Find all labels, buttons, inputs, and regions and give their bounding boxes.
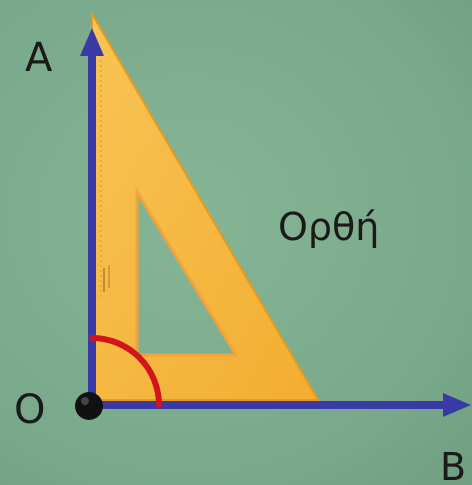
vertex-o-highlight (81, 397, 89, 405)
angle-name-label: Ορθή (278, 205, 380, 249)
label-a: A (25, 35, 53, 81)
set-square-cutout (135, 186, 239, 357)
arrowhead-b-icon (443, 393, 471, 417)
right-angle-arc (89, 335, 162, 408)
label-o: O (14, 387, 46, 433)
arrowhead-a-icon (80, 28, 104, 56)
label-b: B (440, 445, 467, 485)
vertex-o-point (75, 392, 103, 420)
